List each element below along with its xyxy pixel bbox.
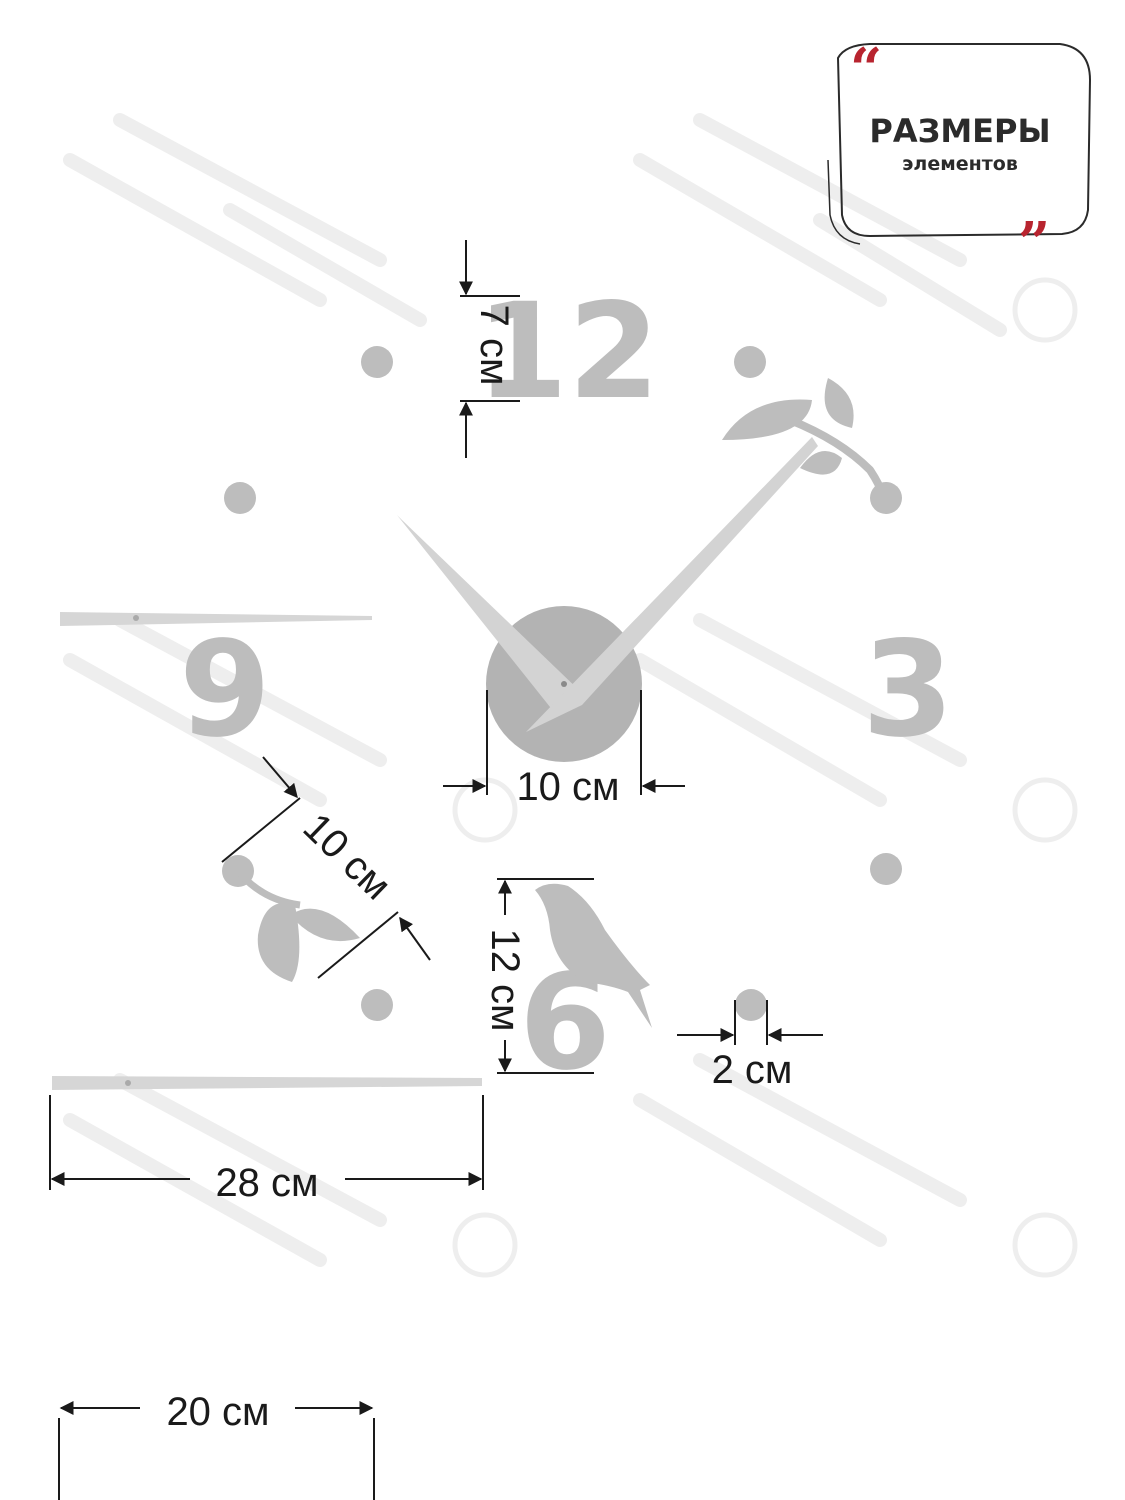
long-hand-pin xyxy=(125,1080,131,1086)
label-center-disc: 10 см xyxy=(516,765,619,809)
clock-hands xyxy=(397,437,818,732)
dot-5 xyxy=(735,989,767,1021)
close-quote: ” xyxy=(1018,210,1050,276)
label-hour-hand: 20 см xyxy=(166,1390,269,1434)
dot-2 xyxy=(870,482,902,514)
dot-10 xyxy=(224,482,256,514)
leaf-icon xyxy=(800,450,842,475)
leaf-icon xyxy=(824,378,854,428)
minute-hand xyxy=(526,437,818,732)
label-leaf-branch: 10 см xyxy=(295,805,400,908)
leaf-icon xyxy=(722,399,812,440)
dimension-lines xyxy=(49,240,823,1500)
badge-title: РАЗМЕРЫ xyxy=(869,112,1050,150)
dot-4 xyxy=(870,853,902,885)
short-hand-sample xyxy=(60,612,372,626)
leaf-branch-top xyxy=(722,378,888,500)
badge-frame xyxy=(836,43,1092,238)
label-bird-height: 12 см xyxy=(483,928,527,1031)
open-quote: “ xyxy=(850,36,882,102)
numeral-12: 12 xyxy=(476,275,660,429)
badge-subtitle: элементов xyxy=(902,153,1018,175)
title-badge: “ ” РАЗМЕРЫ элементов xyxy=(827,36,1092,276)
watermark xyxy=(63,113,1078,1278)
long-hand-sample xyxy=(52,1076,482,1090)
badge-frame-outer xyxy=(827,159,861,245)
leaf-icon xyxy=(290,908,360,942)
leaf-branch-bottom xyxy=(235,868,360,982)
label-dot: 2 см xyxy=(712,1048,793,1092)
label-minute-hand: 28 см xyxy=(215,1161,318,1205)
dot-7 xyxy=(361,989,393,1021)
dot-1 xyxy=(734,346,766,378)
numeral-3: 3 xyxy=(862,613,954,767)
bird-icon xyxy=(535,883,652,1028)
numeral-9: 9 xyxy=(179,613,271,767)
label-numeral-height: 7 см xyxy=(472,305,516,386)
hour-hand xyxy=(397,515,584,712)
leaf-icon xyxy=(257,903,300,982)
short-hand-pin xyxy=(133,615,139,621)
center-pin xyxy=(561,681,567,687)
dot-11 xyxy=(361,346,393,378)
